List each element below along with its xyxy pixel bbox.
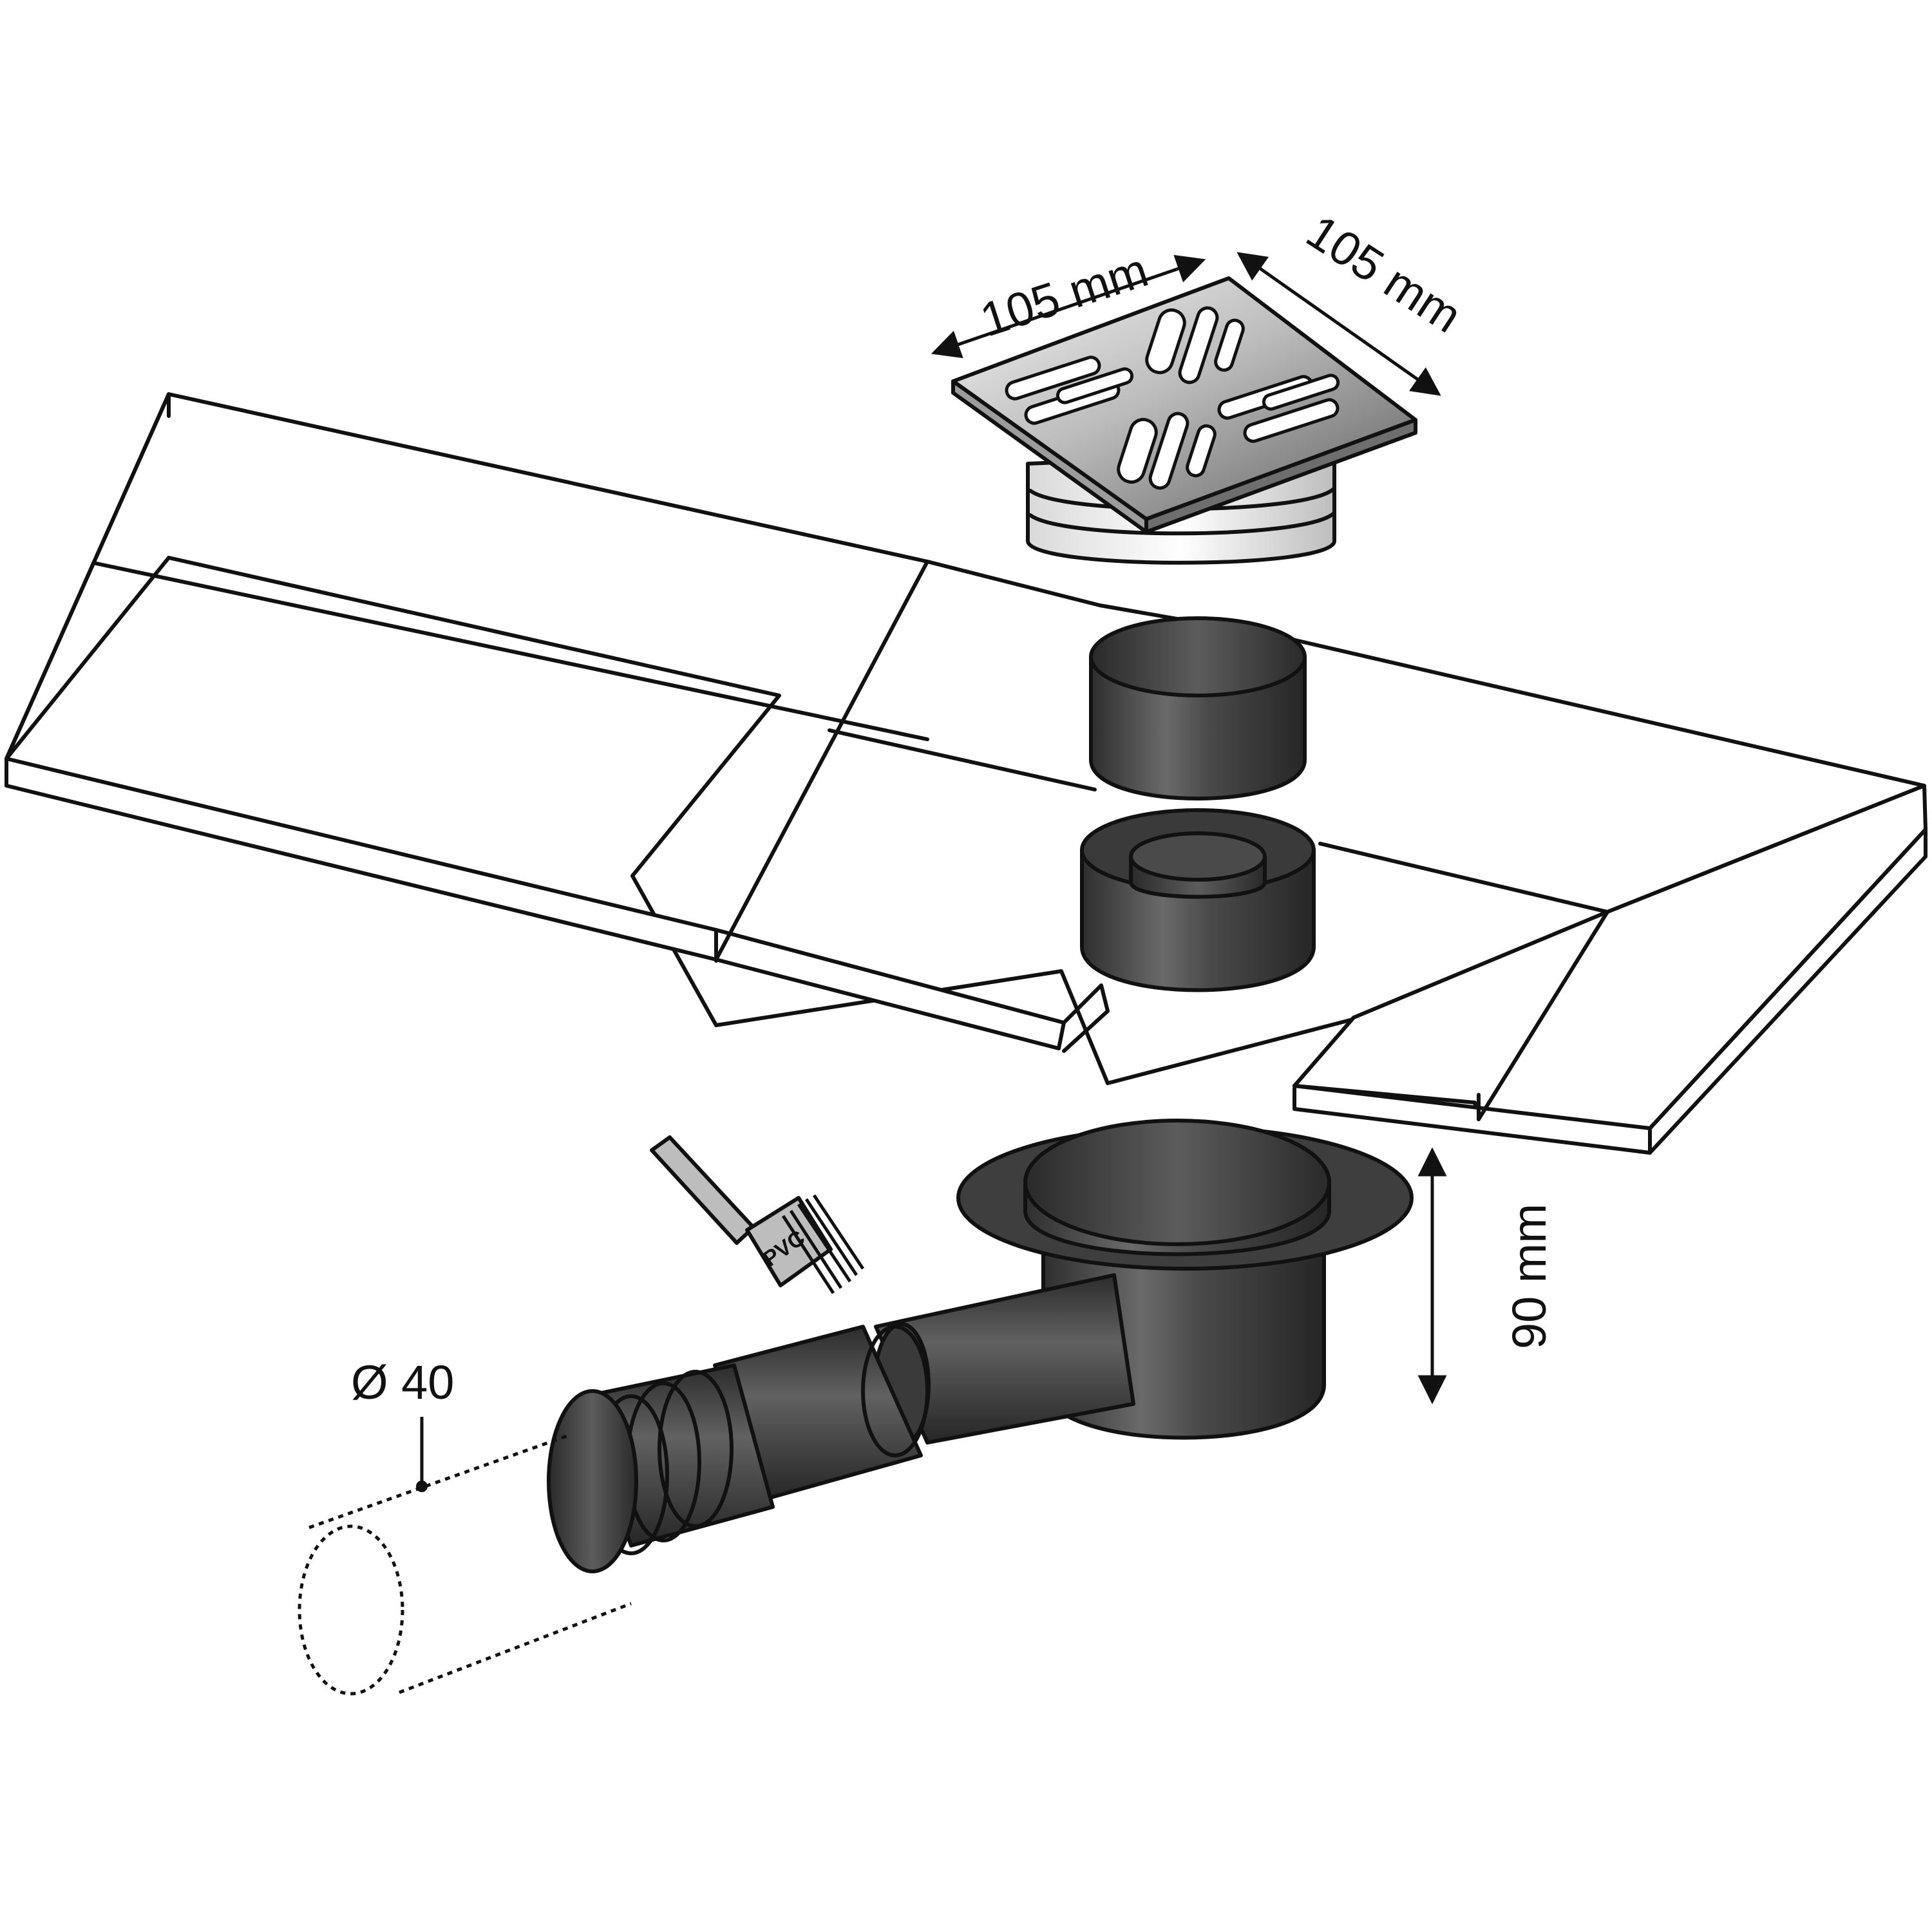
trap-height-label: 90 mm — [1502, 1204, 1556, 1349]
pvc-glue-brush-icon: PVC — [650, 1135, 865, 1294]
seal-ring — [1080, 808, 1316, 992]
outlet-diameter-label: Ø 40 — [351, 1356, 454, 1409]
floor-slab — [5, 392, 1927, 1155]
grate-depth-label: 105 mm — [1298, 204, 1471, 343]
dimension-outlet-diameter: Ø 40 — [351, 1356, 454, 1492]
waste-pipe-dashed — [298, 1434, 632, 1696]
extension-sleeve — [1089, 616, 1307, 800]
drain-trap-body — [547, 1119, 1414, 1573]
dimension-trap-height: 90 mm — [1417, 1147, 1556, 1405]
